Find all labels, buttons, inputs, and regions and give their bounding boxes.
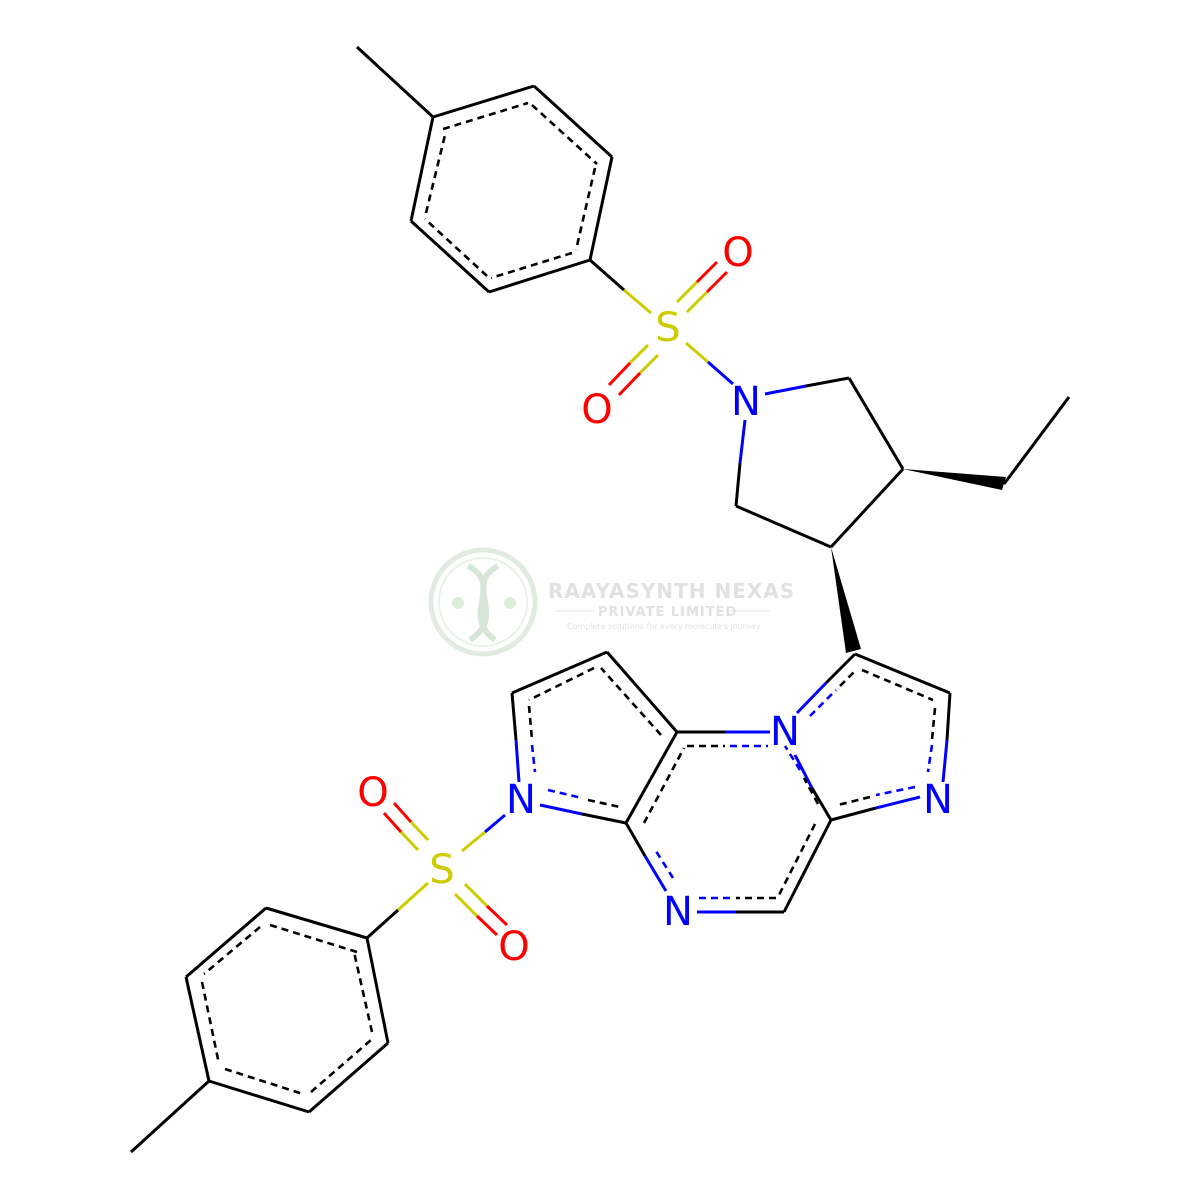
nitrogen-imidazole-atom: N <box>923 777 953 823</box>
sulfur-bottom-atom: S <box>429 847 454 893</box>
nitrogen-pyrazine-atom: N <box>663 889 693 935</box>
sulfur-top-atom: S <box>655 305 680 351</box>
watermark-tagline: Complete solutions for every molecule's … <box>567 622 761 631</box>
dna-helix-icon <box>428 547 538 657</box>
pyrazine-ring <box>624 730 833 914</box>
bottom-tolyl-ring <box>129 906 390 1154</box>
nitrogen-pyrrole-atom: N <box>506 777 536 823</box>
oxygen-top-2-atom: O <box>581 387 612 433</box>
bottom-sulfonyl <box>365 801 509 940</box>
oxygen-bottom-1-atom: O <box>357 770 388 816</box>
nitrogen-bridge-atom: N <box>770 709 800 755</box>
atom-labels: S O O N N N N N S O O <box>357 230 953 970</box>
top-tolyl-ring <box>355 45 614 294</box>
watermark-subtitle: PRIVATE LIMITED <box>598 605 737 620</box>
oxygen-top-1-atom: O <box>722 230 753 276</box>
watermark: RAAYASYNTH NEXAS PRIVATE LIMITED Complet… <box>428 547 795 657</box>
pyrrolidine-ring <box>734 376 1071 653</box>
watermark-title: RAAYASYNTH NEXAS <box>548 579 795 603</box>
oxygen-bottom-2-atom: O <box>498 924 529 970</box>
pyrrole-ring <box>510 650 679 825</box>
nitrogen-pyrrolidine-atom: N <box>731 379 761 425</box>
imidazole-ring <box>783 652 952 822</box>
top-sulfonyl <box>589 258 734 397</box>
